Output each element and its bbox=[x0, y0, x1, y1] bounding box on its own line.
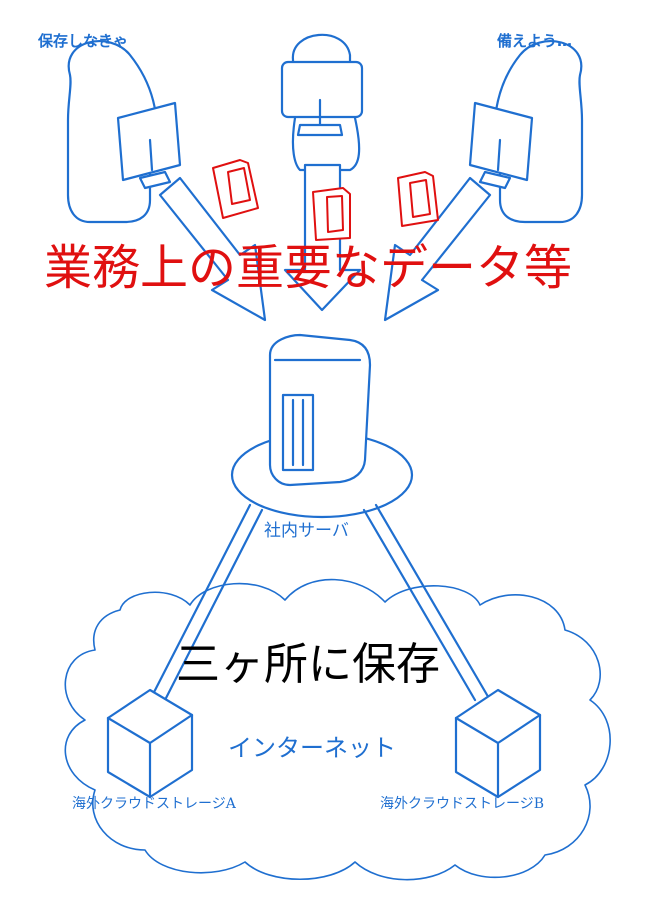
internet-cloud bbox=[64, 578, 611, 881]
connector-lines bbox=[148, 503, 492, 702]
internet-label: インターネット bbox=[228, 734, 396, 762]
monitor-right-icon bbox=[468, 101, 534, 190]
storage-b-label: 海外クラウドストレージB bbox=[380, 796, 545, 812]
speech-left: 保存しなきゃ bbox=[38, 32, 129, 50]
folder-right-icon bbox=[397, 171, 439, 227]
cube-a-icon bbox=[106, 688, 194, 799]
person-left-icon bbox=[66, 40, 158, 224]
server-label: 社内サーバ bbox=[264, 521, 349, 541]
arrow-right-icon bbox=[383, 176, 492, 322]
monitor-left-icon bbox=[116, 101, 182, 190]
cube-b-icon bbox=[454, 688, 542, 799]
storage-a-label: 海外クラウドストレージA bbox=[72, 796, 236, 812]
server-icon bbox=[268, 333, 372, 487]
main-message: 三ヶ所に保存 bbox=[176, 639, 440, 690]
person-right-icon bbox=[494, 40, 584, 224]
arrow-left-icon bbox=[158, 176, 267, 322]
folder-center-icon bbox=[312, 187, 351, 241]
headline: 業務上の重要なデータ等 bbox=[44, 240, 573, 296]
folder-left-icon bbox=[212, 159, 259, 219]
monitor-center-icon bbox=[280, 60, 364, 137]
speech-right: 備えよう… bbox=[497, 32, 573, 50]
